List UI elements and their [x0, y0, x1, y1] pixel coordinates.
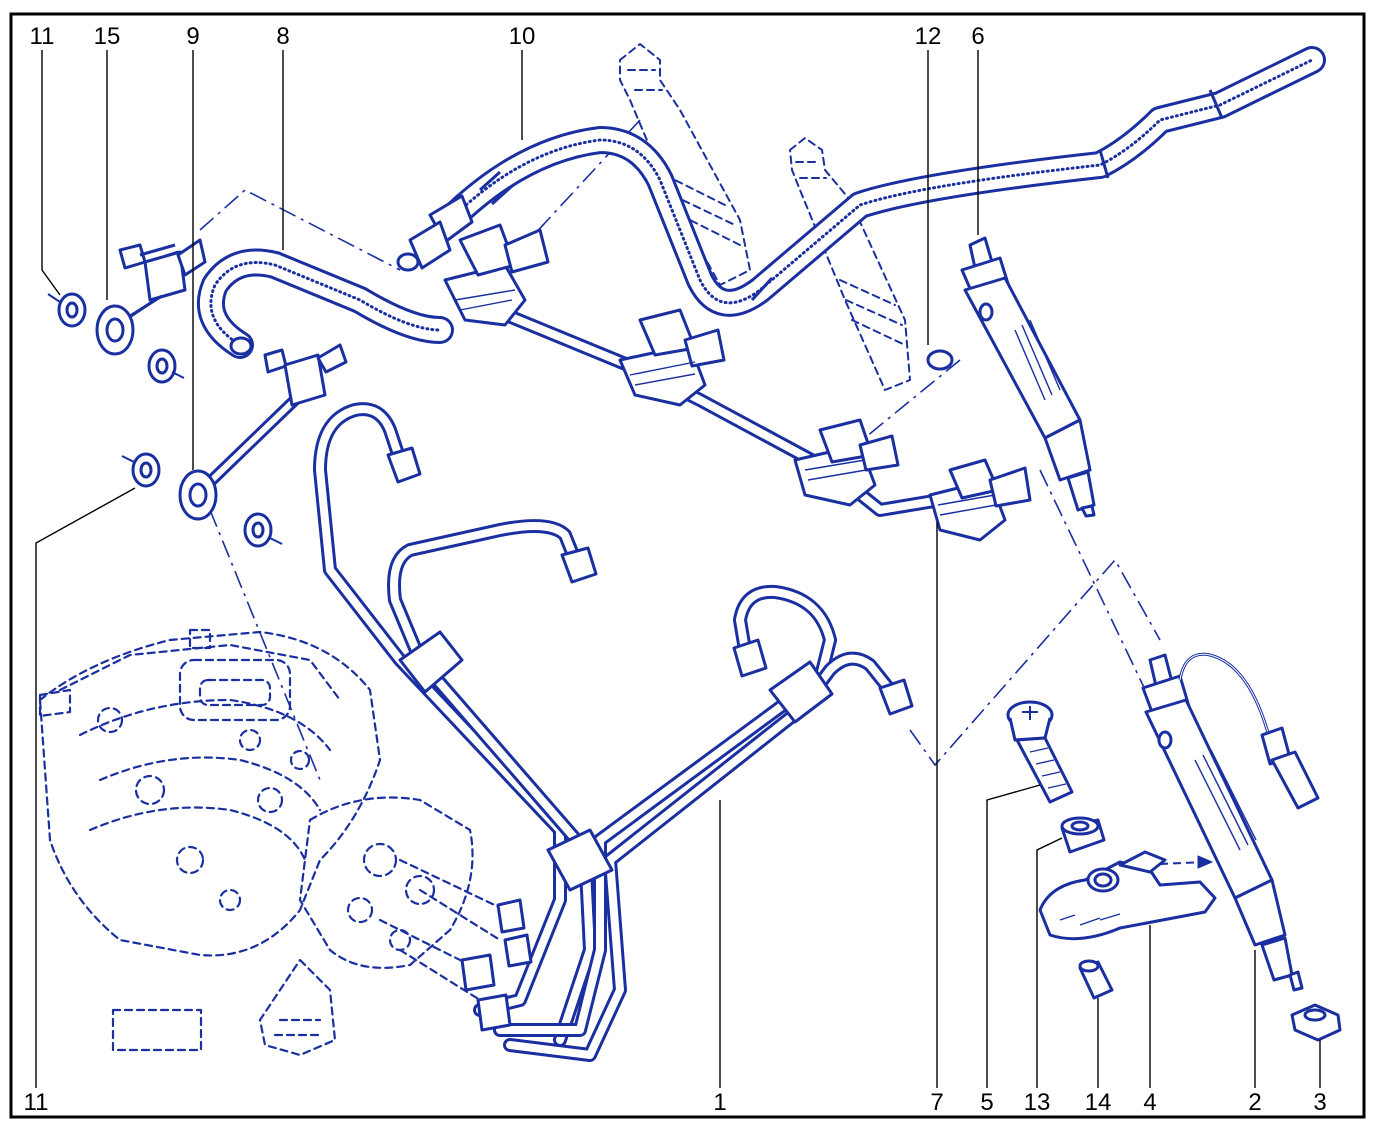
injector: [1141, 652, 1320, 992]
callout-5: 5: [980, 1089, 993, 1116]
callout-10: 10: [509, 23, 536, 50]
callout-labels: 11 15 9 8 10 12 6 11 1 7 5 13 14 4 2 3: [24, 23, 1327, 1116]
banjo-union-lower: [121, 343, 348, 548]
return-hose: [396, 46, 1326, 317]
callout-13: 13: [1024, 1089, 1051, 1116]
stud: [1078, 959, 1114, 1000]
callout-3: 3: [1313, 1089, 1326, 1116]
diagram-frame: [9, 12, 1366, 1119]
bolt: [1006, 700, 1074, 804]
callout-4: 4: [1143, 1089, 1156, 1116]
callout-2: 2: [1248, 1089, 1261, 1116]
callout-6: 6: [971, 23, 984, 50]
injector-clamp: [1038, 850, 1217, 941]
callout-1: 1: [713, 1089, 726, 1116]
nut: [1290, 1003, 1342, 1042]
alignment-centerlines: [199, 119, 1161, 781]
banjo-union-upper: [47, 238, 207, 384]
callout-12: 12: [915, 23, 942, 50]
callout-11-bottom: 11: [24, 1089, 49, 1116]
callout-9: 9: [186, 23, 199, 50]
callout-8: 8: [276, 23, 289, 50]
callout-7: 7: [930, 1089, 943, 1116]
leader-lines: [35, 50, 1321, 1088]
return-pipe: [197, 248, 454, 359]
callout-15: 15: [94, 23, 121, 50]
washer: [1060, 816, 1106, 854]
callout-14: 14: [1085, 1089, 1112, 1116]
injector-with-sensor: [926, 236, 1096, 518]
leak-off-rail: [443, 223, 1032, 542]
callout-11-top: 11: [30, 23, 55, 50]
injection-pump-ghost: [38, 628, 507, 1057]
high-pressure-pipes: [313, 402, 914, 1062]
